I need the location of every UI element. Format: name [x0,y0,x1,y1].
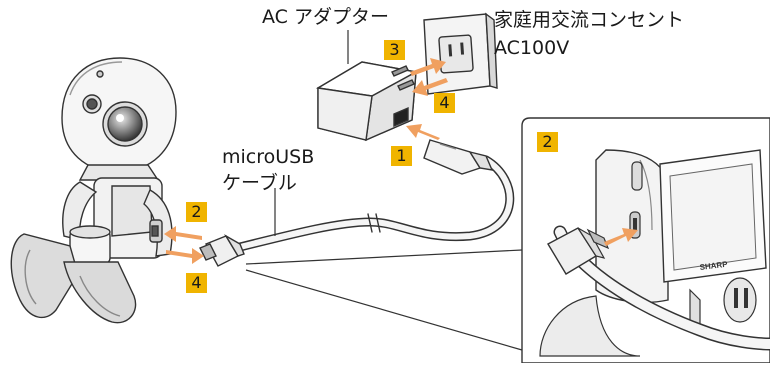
usb-cable-illustration [231,155,515,253]
step-badge-cable-to-adapter: 1 [391,146,412,166]
usb-plug-illustration [423,139,494,175]
brand-logo: SHARP [699,260,729,272]
zoom-lines [245,249,523,351]
step-badge-remove-from-robot: 4 [186,273,207,293]
cable-label-line2: ケーブル [222,172,297,194]
step-badge-adapter-to-outlet: 3 [384,40,405,60]
robot-illustration [10,57,177,324]
inset-closeup-illustration [521,117,770,364]
outlet-label-line1: 家庭用交流コンセント [494,9,685,31]
cable-label-line1: microUSB [222,146,315,168]
step-badge-connect-to-robot: 2 [186,202,207,222]
microusb-plug-illustration [199,234,245,267]
ac-adapter-label: AC アダプター [262,6,389,28]
step-badge-remove-from-outlet: 4 [434,93,455,113]
step-badge-inset-connect: 2 [537,132,558,152]
outlet-label-line2: AC100V [494,37,570,59]
step-arrows [164,58,448,264]
wall-outlet-illustration [423,12,498,95]
ac-adapter-illustration [315,61,419,142]
